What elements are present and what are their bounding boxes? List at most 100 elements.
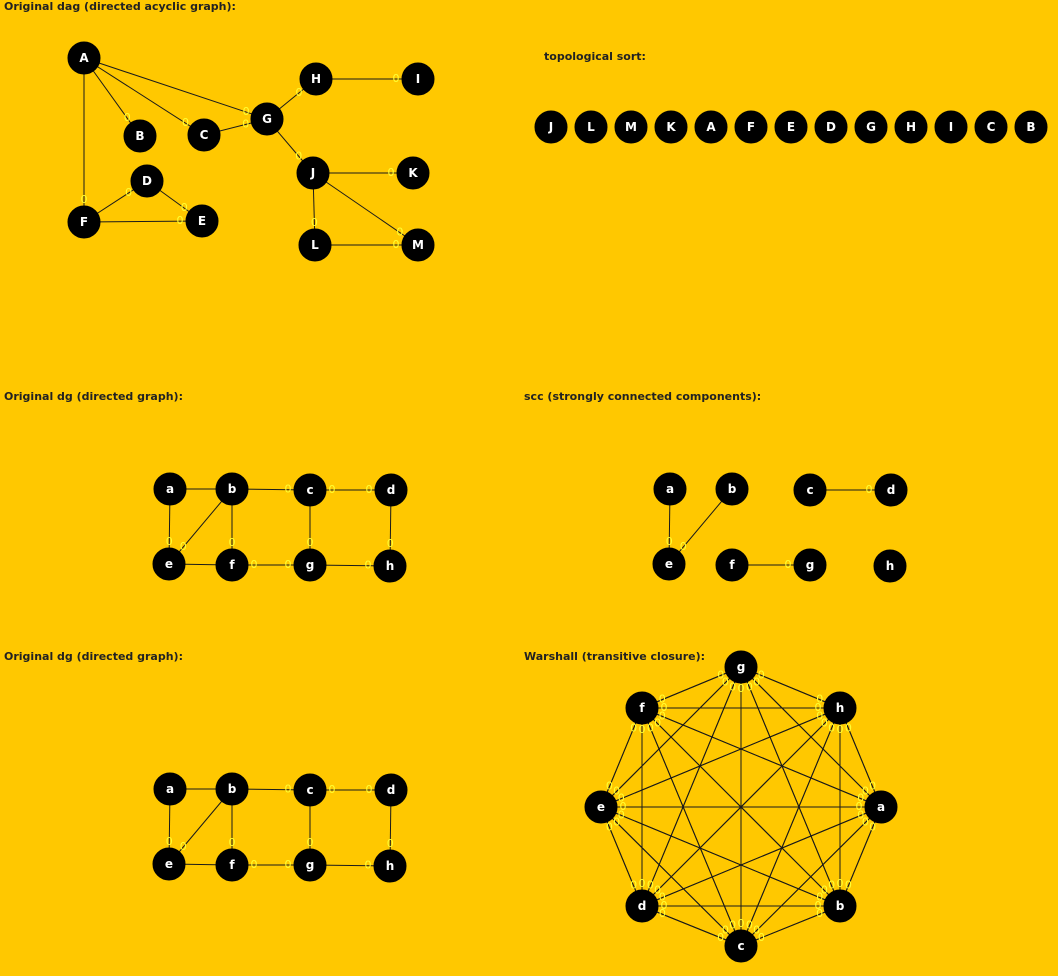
dg2-node-a[interactable]: a [153,772,187,806]
topo-node-circle [854,110,888,144]
dg1-node-f[interactable]: f [215,548,249,582]
dg2-edge-weight: 0 [307,836,314,849]
scc-node-circle [793,548,827,582]
topo-node-C[interactable]: C [974,110,1008,144]
warshall-node-circle [625,889,659,923]
dg1-node-d[interactable]: d [374,473,408,507]
dag-node-M[interactable]: M [401,228,435,262]
dag-node-label: J [310,166,315,180]
topo-node-I[interactable]: I [934,110,968,144]
dg1-node-g[interactable]: g [293,548,327,582]
topo-node-circle [654,110,688,144]
scc-node-e[interactable]: e [652,547,686,581]
warshall-edge-weight: 0 [659,891,666,904]
dg2-node-e[interactable]: e [152,847,186,881]
dg1-node-label: c [306,483,313,497]
dg1-panel-title: Original dg (directed graph): [4,390,183,403]
warshall-edge-weight: 0 [654,717,661,730]
dag-node-circle [299,62,333,96]
scc-node-h[interactable]: h [873,549,907,583]
scc-node-b[interactable]: b [715,472,749,506]
warshall-edge-e-b [600,806,841,907]
warshall-node-c[interactable]: c [724,929,758,963]
dag-node-L[interactable]: L [298,228,332,262]
scc-node-circle [873,549,907,583]
warshall-edge-weight: 0 [753,924,760,937]
warshall-node-b[interactable]: b [823,889,857,923]
dag-node-E[interactable]: E [185,204,219,238]
warshall-edge-weight: 0 [659,693,666,706]
warshall-edge-a-h [839,707,882,808]
topo-node-E[interactable]: E [774,110,808,144]
dg2-node-b[interactable]: b [215,772,249,806]
scc-node-g[interactable]: g [793,548,827,582]
topo-node-H[interactable]: H [894,110,928,144]
scc-node-label: h [886,559,895,573]
topo-node-circle [534,110,568,144]
topo-node-J[interactable]: J [534,110,568,144]
dg2-node-d[interactable]: d [374,773,408,807]
warshall-node-f[interactable]: f [625,691,659,725]
warshall-edge-weight: 0 [821,883,828,896]
topo-node-D[interactable]: D [814,110,848,144]
topo-node-circle [774,110,808,144]
dg2-node-circle [293,848,327,882]
dg2-node-c[interactable]: c [293,773,327,807]
dag-edge-weight: 0 [393,72,400,85]
dg1-node-h[interactable]: h [373,549,407,583]
scc-node-d[interactable]: d [874,473,908,507]
topo-node-circle [974,110,1008,144]
warshall-node-d[interactable]: d [625,889,659,923]
dg1-node-a[interactable]: a [153,472,187,506]
warshall-node-a[interactable]: a [864,790,898,824]
dag-node-B[interactable]: B [123,119,157,153]
dag-node-C[interactable]: C [187,118,221,152]
dag-panel-title: Original dag (directed acyclic graph): [4,0,236,13]
topo-node-A[interactable]: A [694,110,728,144]
warshall-edge-weight: 0 [729,919,736,932]
dag-node-label: C [200,128,209,142]
warshall-edge-weight: 0 [856,800,863,813]
dag-node-circle [130,164,164,198]
dg1-edge-weight: 0 [180,540,187,553]
dag-edge-weight: 0 [295,149,302,162]
warshall-node-circle [584,790,618,824]
dag-node-G[interactable]: G [250,102,284,136]
dg2-node-h[interactable]: h [373,849,407,883]
dag-edge-weight: 0 [182,116,189,129]
dg1-node-e[interactable]: e [152,547,186,581]
topo-node-K[interactable]: K [654,110,688,144]
topo-node-circle [694,110,728,144]
dag-node-F[interactable]: F [67,205,101,239]
warshall-edge-weight: 0 [659,709,666,722]
topo-node-label: G [866,120,876,134]
dag-node-I[interactable]: I [401,62,435,96]
dag-node-K[interactable]: K [396,156,430,190]
topo-node-G[interactable]: G [854,110,888,144]
scc-node-a[interactable]: a [653,472,687,506]
topo-node-label: B [1026,120,1035,134]
dg1-node-c[interactable]: c [293,473,327,507]
topo-node-M[interactable]: M [614,110,648,144]
dg2-node-f[interactable]: f [215,848,249,882]
dag-node-A[interactable]: A [67,41,101,75]
scc-node-f[interactable]: f [715,548,749,582]
topo-node-L[interactable]: L [574,110,608,144]
warshall-edge-weight: 0 [845,879,852,892]
dg2-node-circle [374,773,408,807]
topo-node-B[interactable]: B [1014,110,1048,144]
dag-node-label: I [416,72,420,86]
topo-node-F[interactable]: F [734,110,768,144]
dag-node-H[interactable]: H [299,62,333,96]
dg2-node-g[interactable]: g [293,848,327,882]
dag-node-J[interactable]: J [296,156,330,190]
dg1-node-b[interactable]: b [215,472,249,506]
dag-node-D[interactable]: D [130,164,164,198]
scc-node-c[interactable]: c [793,473,827,507]
dg2-node-label: g [306,858,315,872]
warshall-edge-weight: 0 [606,820,613,833]
dg1-node-label: g [306,558,315,572]
warshall-node-g[interactable]: g [724,650,758,684]
warshall-node-h[interactable]: h [823,691,857,725]
warshall-node-e[interactable]: e [584,790,618,824]
